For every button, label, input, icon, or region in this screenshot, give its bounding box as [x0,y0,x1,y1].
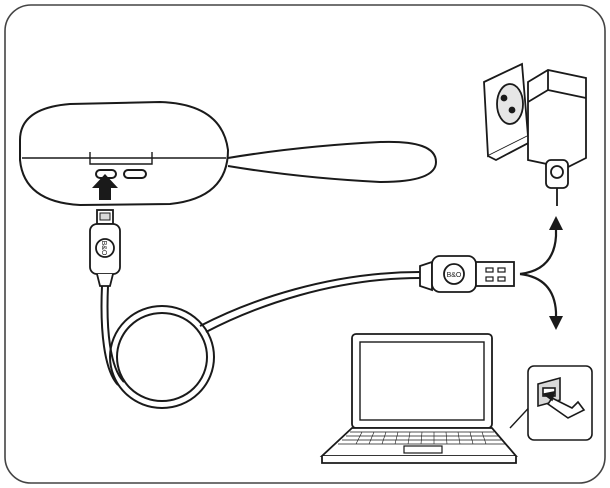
arrow-down-icon [549,316,563,330]
usb-port-detail-icon [527,365,593,441]
charging-case-icon [19,100,230,207]
usb-a-plug-icon: B&O [419,255,515,293]
wall-charger-icon [527,69,587,206]
micro-usb-plug-icon: B&O [89,209,121,287]
usb-plug-logo-text: B&O [447,272,462,279]
arrow-up-icon [549,216,563,230]
plug-logo-text: B&O [100,241,107,256]
wall-outlet-icon [483,62,536,162]
case-strap-icon [227,140,438,184]
case-indicator-icon [123,169,147,179]
insert-arrow-icon [92,174,118,200]
fork-arrows-icon [519,228,558,318]
laptop-icon [319,333,518,464]
usb-cable-icon [100,271,421,409]
